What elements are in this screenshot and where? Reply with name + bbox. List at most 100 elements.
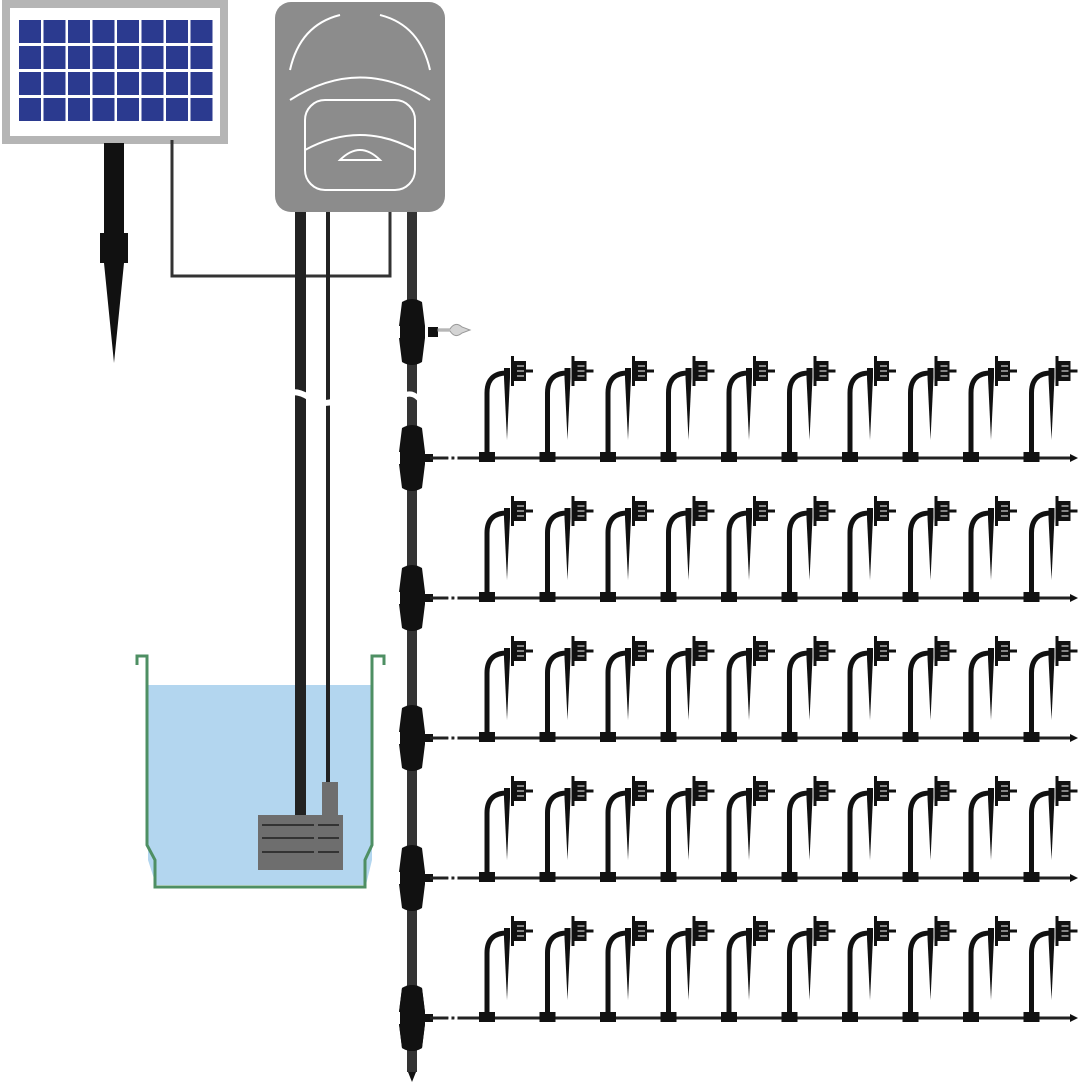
solar-cell <box>190 46 213 69</box>
solar-cell <box>141 20 164 43</box>
solar-cell <box>117 46 139 69</box>
solar-cell <box>92 46 115 69</box>
pipe-end-plug <box>408 1072 416 1082</box>
dripper <box>660 776 715 882</box>
main-supply-pipe <box>407 212 417 1072</box>
solar-cell <box>43 98 66 121</box>
dripper <box>721 356 775 462</box>
solar-cell <box>43 46 66 69</box>
dripper <box>479 776 533 882</box>
solar-cell <box>166 20 188 43</box>
dripper <box>600 496 654 602</box>
dripper <box>1023 636 1078 742</box>
solar-cell <box>19 98 41 121</box>
dripper <box>600 916 654 1022</box>
dripper <box>963 356 1017 462</box>
dripper <box>660 496 715 602</box>
dripper <box>842 636 896 742</box>
dripper <box>539 916 594 1022</box>
dripper <box>842 496 896 602</box>
controller-box <box>275 2 445 212</box>
dripper <box>539 776 594 882</box>
dripper <box>902 916 957 1022</box>
solar-cell <box>43 72 66 95</box>
dripper <box>963 636 1017 742</box>
dripper <box>963 776 1017 882</box>
dripper <box>721 916 775 1022</box>
dripper <box>902 356 957 462</box>
solar-cell <box>141 72 164 95</box>
bucket-outline <box>135 654 386 889</box>
solar-cell <box>68 98 90 121</box>
solar-cell <box>43 20 66 43</box>
pump-cable <box>326 212 330 787</box>
dripper <box>842 776 896 882</box>
drip-line <box>425 916 1078 1027</box>
solar-cell <box>141 46 164 69</box>
dripper <box>1023 916 1078 1022</box>
panel-cells <box>19 20 213 121</box>
dripper <box>963 916 1017 1022</box>
tee-connector <box>399 845 425 911</box>
solar-cell <box>166 98 188 121</box>
drip-line <box>425 356 1078 467</box>
dripper <box>902 776 957 882</box>
dripper <box>842 356 896 462</box>
solar-cell <box>92 72 115 95</box>
controller-cover <box>304 99 416 191</box>
dripper <box>600 356 654 462</box>
solar-cell <box>68 72 90 95</box>
solar-cell <box>190 20 213 43</box>
solar-cell <box>166 46 188 69</box>
dripper <box>781 636 836 742</box>
tee-connector <box>399 705 425 771</box>
solar-cell <box>166 72 188 95</box>
dripper <box>539 636 594 742</box>
power-cable <box>170 140 392 278</box>
ground-stake <box>100 143 128 363</box>
dripper <box>902 636 957 742</box>
solar-cell <box>117 98 139 121</box>
dripper <box>721 776 775 882</box>
drip-line <box>425 636 1078 747</box>
dripper <box>1023 496 1078 602</box>
dripper <box>842 916 896 1022</box>
dripper <box>781 776 836 882</box>
solar-cell <box>19 20 41 43</box>
tee-connector <box>399 425 425 491</box>
solar-cell <box>117 72 139 95</box>
solar-cell <box>92 20 115 43</box>
dripper <box>539 496 594 602</box>
solar-cell <box>190 72 213 95</box>
tee-connector <box>399 565 425 631</box>
dripper <box>479 916 533 1022</box>
controller-housing <box>275 2 445 212</box>
dripper <box>479 636 533 742</box>
dripper <box>660 636 715 742</box>
dripper <box>781 916 836 1022</box>
dripper <box>721 636 775 742</box>
solar-cell <box>68 20 90 43</box>
dripper <box>781 356 836 462</box>
dripper <box>781 496 836 602</box>
submersible-pump <box>258 782 343 870</box>
dripper <box>1023 776 1078 882</box>
dripper <box>1023 356 1078 462</box>
solar-cell <box>68 46 90 69</box>
dripper <box>721 496 775 602</box>
dripper <box>600 776 654 882</box>
dripper <box>660 356 715 462</box>
dripper <box>600 636 654 742</box>
pump-hose <box>295 212 306 817</box>
solar-panel <box>2 0 228 363</box>
drip-line <box>425 496 1078 607</box>
dripper <box>479 356 533 462</box>
drain-valve <box>428 323 472 337</box>
solar-cell <box>117 20 139 43</box>
drip-line <box>425 776 1078 887</box>
valve-connector <box>399 299 425 365</box>
dripper <box>539 356 594 462</box>
dripper <box>963 496 1017 602</box>
